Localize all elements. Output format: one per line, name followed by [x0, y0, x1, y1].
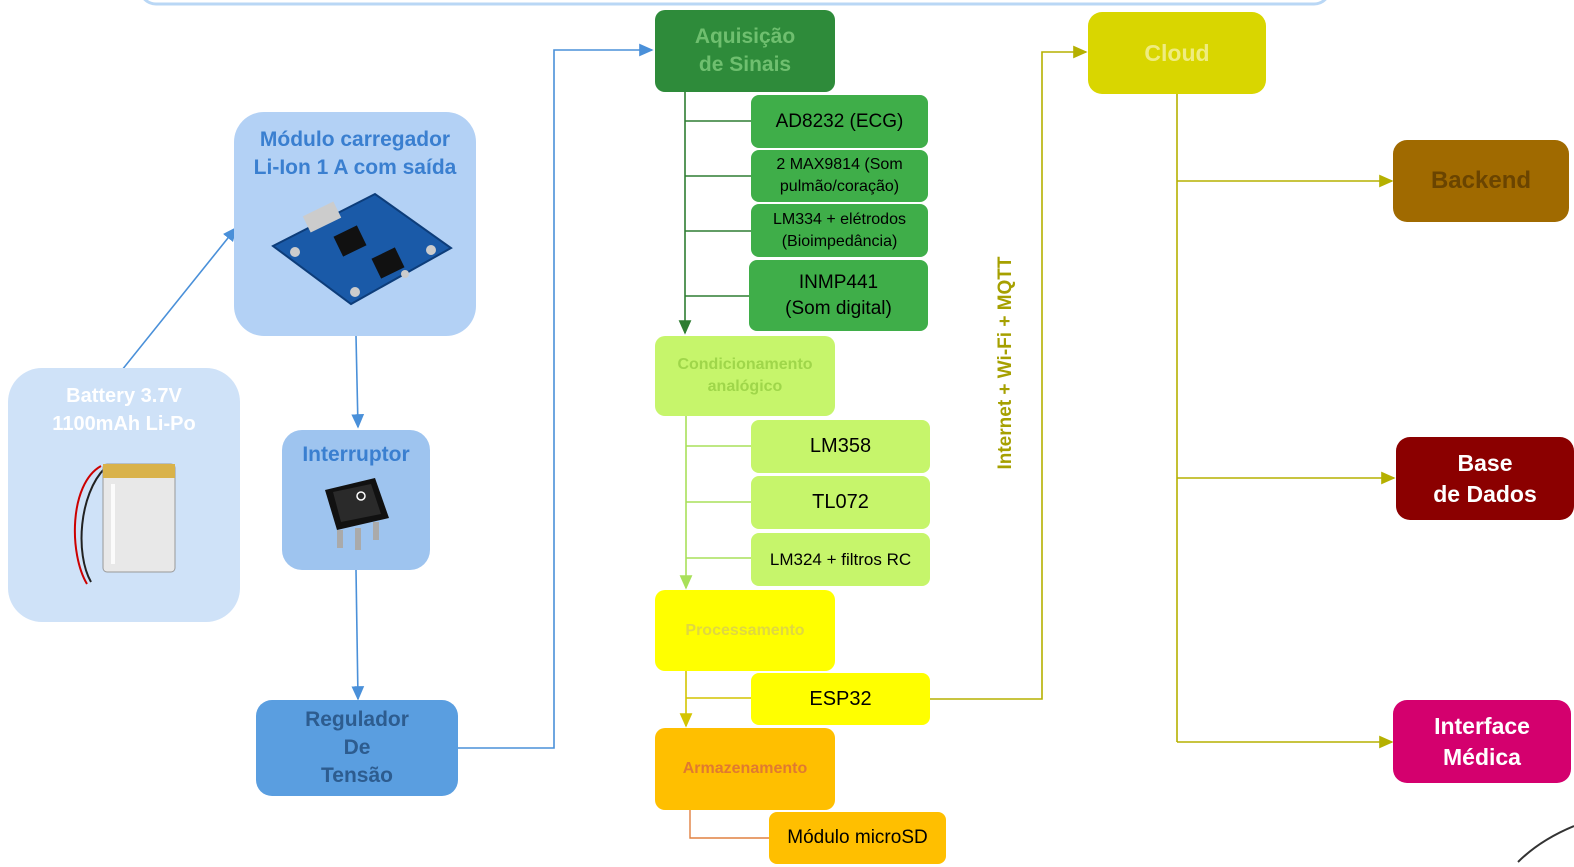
backend-node: Backend: [1393, 140, 1569, 222]
component-esp32: ESP32: [751, 673, 930, 725]
switch-node: Interruptor: [282, 430, 430, 570]
component-lm358: LM358: [751, 420, 930, 473]
component-tl072: TL072: [751, 476, 930, 529]
charger-label: Módulo carregador Li-Ion 1 A com saída: [253, 128, 457, 179]
database-node: Base de Dados: [1396, 437, 1574, 520]
component-lm324: LM324 + filtros RC: [751, 533, 930, 586]
backend-label: Backend: [1430, 167, 1532, 194]
storage-label: Armazenamento: [682, 760, 808, 777]
rocker-switch-image: [325, 478, 389, 550]
storage-node: Armazenamento: [655, 728, 835, 810]
sensor-inmp441: INMP441 (Som digital): [749, 260, 928, 331]
sensor-ad8232: AD8232 (ECG): [751, 95, 928, 148]
switch-label: Interruptor: [302, 443, 410, 466]
charger-board-image: [271, 192, 453, 306]
arrow-esp32-cloud: [930, 45, 1088, 700]
acquisition-label: Aquisição de Sinais: [694, 25, 796, 76]
interface-node: Interface Médica: [1393, 700, 1571, 783]
database-label: Base de Dados: [1433, 449, 1537, 507]
interface-label: Interface Médica: [1434, 712, 1530, 770]
processing-label: Processamento: [685, 621, 805, 639]
link-label-text: Internet + Wi-Fi + MQTT: [995, 256, 1016, 470]
sensor-max9814: 2 MAX9814 (Som pulmão/coração): [751, 150, 928, 202]
battery-image: [73, 463, 176, 585]
conditioning-label: Condicionamento analógico: [677, 356, 813, 395]
conditioning-node: Condicionamento analógico: [655, 336, 835, 416]
cloud-node: Cloud: [1088, 12, 1266, 94]
regulator-node: Regulador De Tensão: [256, 700, 458, 796]
arrow-battery-charger: [121, 226, 238, 371]
arrow-switch-regulator: [351, 569, 365, 701]
processing-node: Processamento: [655, 590, 835, 671]
sensor-lm334: LM334 + elétrodos (Bioimpedância): [751, 204, 928, 257]
arrow-charger-switch: [351, 335, 365, 429]
charger-node: Módulo carregador Li-Ion 1 A com saída: [234, 112, 476, 336]
acquisition-node: Aquisição de Sinais: [655, 10, 835, 92]
battery-label: Battery 3.7V 1100mAh Li-Po: [52, 385, 196, 435]
arrow-regulator-acquisition: [458, 43, 654, 749]
battery-node: Battery 3.7V 1100mAh Li-Po: [8, 368, 240, 622]
link-label-rotated: Internet + Wi-Fi + MQTT: [995, 256, 1017, 469]
top-banner-edge: [143, 0, 1327, 6]
cloud-label: Cloud: [1144, 39, 1210, 66]
regulator-label: Regulador De Tensão: [305, 708, 409, 787]
component-microsd: Módulo microSD: [769, 812, 946, 864]
